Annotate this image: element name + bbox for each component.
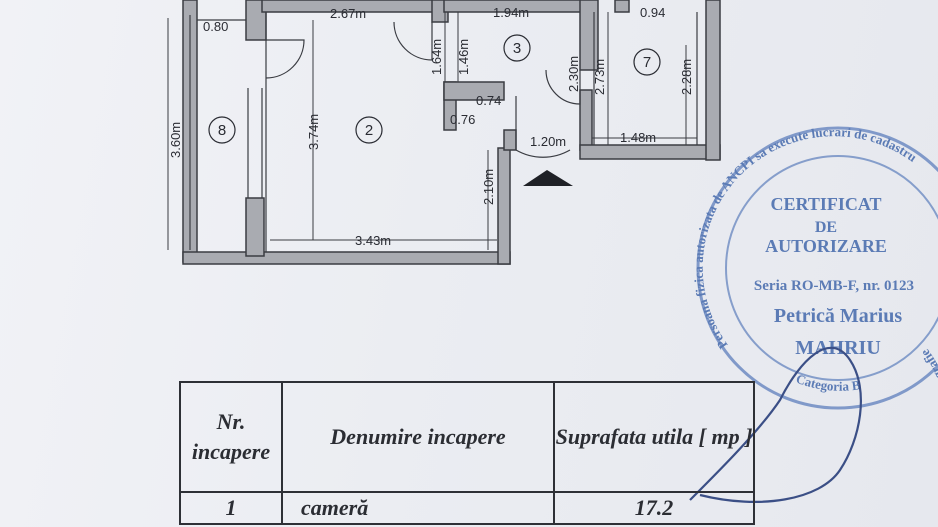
rooms-table: Nr. incapere Denumire incapere Suprafata… <box>179 381 755 525</box>
inner-lines <box>189 12 698 252</box>
dim-194: 1.94m <box>493 5 529 20</box>
dim-210: 2.10m <box>481 169 496 205</box>
dim-120: 1.20m <box>530 134 566 149</box>
dim-374: 3.74m <box>306 114 321 150</box>
arrow-up-icon <box>523 170 573 186</box>
room-number-8: 8 <box>218 122 226 139</box>
room-markers <box>208 34 661 144</box>
cell-area: 17.2 <box>553 491 755 525</box>
dim-164: 1.64m <box>429 39 444 75</box>
dim-080: 0.80 <box>203 19 228 34</box>
walls <box>182 0 721 265</box>
table-row: 1 cameră 17.2 <box>179 491 755 525</box>
room-number-7: 7 <box>643 54 651 71</box>
header-nr: Nr. incapere <box>179 381 283 493</box>
dim-074: 0.74 <box>476 93 501 108</box>
dim-076: 0.76 <box>450 112 475 127</box>
dim-230: 2.30m <box>566 56 581 92</box>
dim-343: 3.43m <box>355 233 391 248</box>
table-header-row: Nr. incapere Denumire incapere Suprafata… <box>179 381 755 493</box>
cell-name: cameră <box>281 491 555 525</box>
dim-273: 2.73m <box>592 59 607 95</box>
header-area: Suprafata utila [ mp ] <box>553 381 755 493</box>
room-number-2: 2 <box>365 122 373 139</box>
door-swings <box>265 21 581 158</box>
dim-267: 2.67m <box>330 6 366 21</box>
room-number-3: 3 <box>513 40 521 57</box>
dim-148: 1.48m <box>620 130 656 145</box>
stamp-line3: AUTORIZARE <box>765 236 887 256</box>
dim-094: 0.94 <box>640 5 665 20</box>
cell-nr: 1 <box>179 491 283 525</box>
dimension-lines <box>167 12 697 250</box>
stamp-name2: MAHRIU <box>795 337 881 359</box>
dim-228: 2.28m <box>679 59 694 95</box>
stamp-ring-bottom: Categoria B <box>794 371 861 394</box>
header-name: Denumire incapere <box>281 381 555 493</box>
dim-146: 1.46m <box>456 39 471 75</box>
dim-360: 3.60m <box>168 122 183 158</box>
stamp-line2: DE <box>815 219 837 236</box>
stamp-name1: Petrică Marius <box>774 305 902 327</box>
stamp-line1: CERTIFICAT <box>770 194 881 214</box>
signature <box>689 346 862 503</box>
stamp-series: Seria RO-MB-F, nr. 0123 <box>754 278 914 294</box>
